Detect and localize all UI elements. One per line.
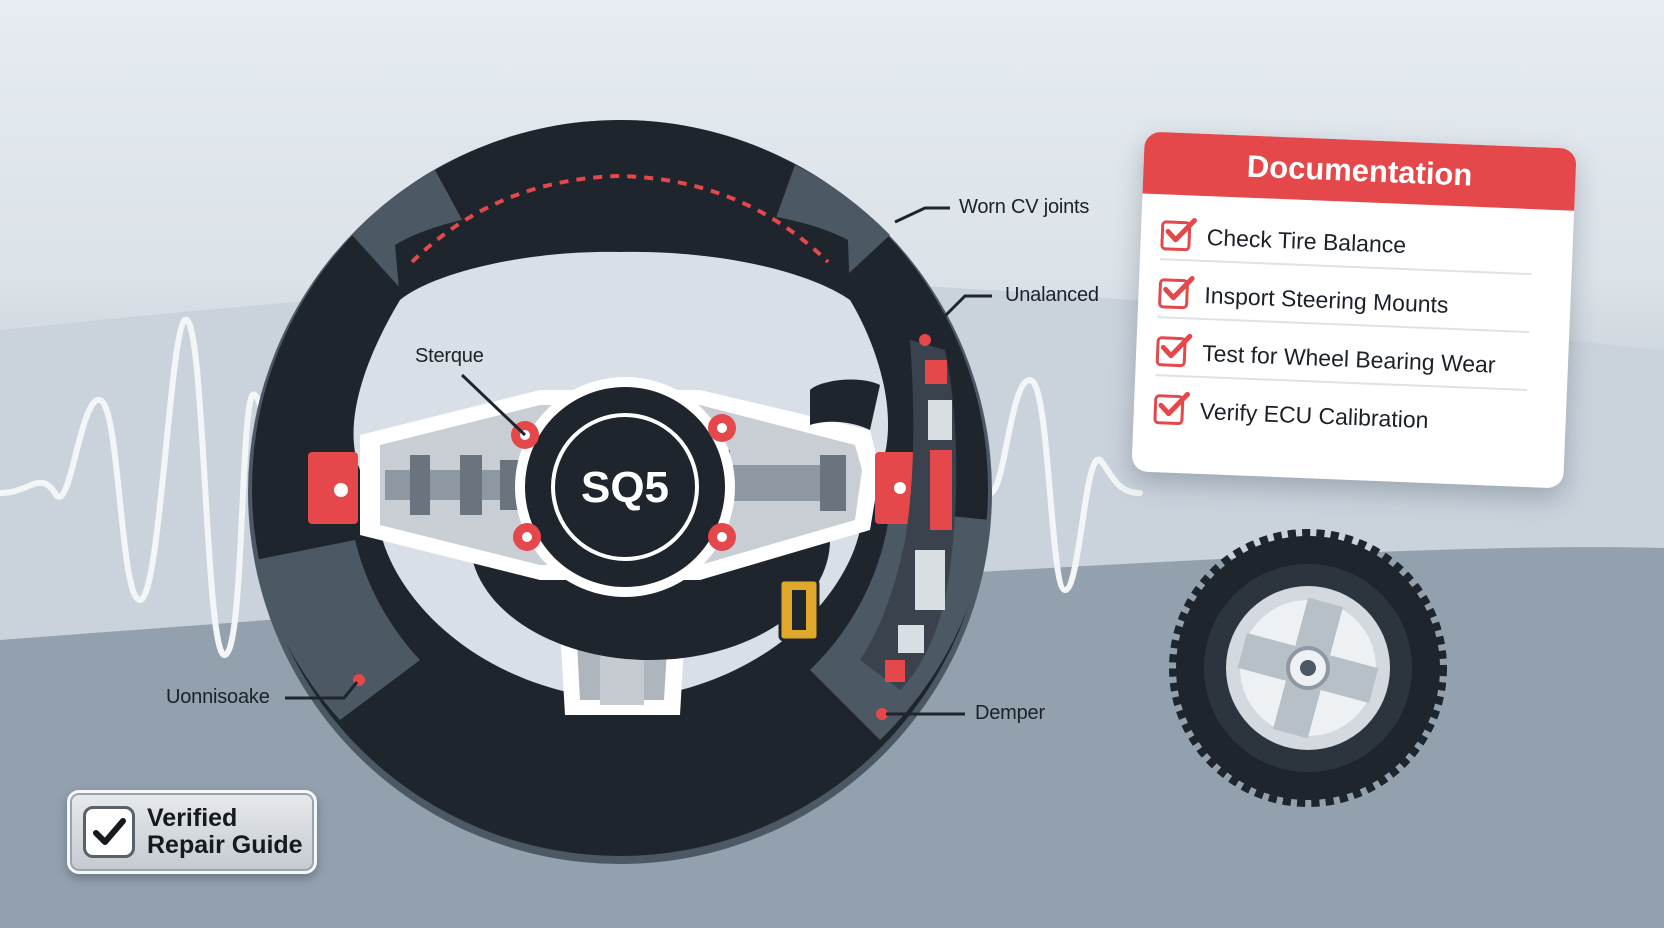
badge-line-2: Repair Guide <box>147 831 303 859</box>
check-icon[interactable] <box>1157 275 1195 310</box>
rim-segment-lower-left <box>255 540 420 720</box>
callout-worn-cv-joints: Worn CV joints <box>959 196 1090 218</box>
rim-stitching <box>410 173 830 264</box>
left-coupler-1 <box>410 455 430 515</box>
callout-uonnisoake: Uonnisoake <box>166 686 270 708</box>
checklist-item[interactable]: Test for Wheel Bearing Wear <box>1155 328 1529 392</box>
damper-part-5 <box>898 625 924 653</box>
callout-unbalanced: Unalanced <box>1005 284 1099 306</box>
leader-uonnisoake <box>285 681 359 700</box>
steering-wheel-illustration: SQ5 <box>248 120 992 864</box>
hub-bolt-top-right-center <box>717 423 727 433</box>
damper-part-2 <box>928 400 952 440</box>
callout-sterque: Sterque <box>415 345 484 367</box>
hub-bolt-bottom-left-center <box>522 532 532 542</box>
wheel-upper-rim-inner <box>395 205 850 300</box>
badge-text: Verified Repair Guide <box>147 805 303 859</box>
left-coupler-2 <box>460 455 482 515</box>
hub-bolt-bottom-right-center <box>717 532 727 542</box>
check-icon[interactable] <box>1155 333 1193 368</box>
checklist-item[interactable]: Check Tire Balance <box>1159 212 1534 276</box>
vibration-wave-left <box>0 316 313 659</box>
damper-part-1 <box>925 360 947 384</box>
damper-part-6 <box>885 660 905 682</box>
checklist-item-label: Insport Steering Mounts <box>1203 281 1450 318</box>
left-clamp <box>308 452 358 524</box>
vibration-wave-right <box>987 376 1143 594</box>
hub-logo-ring <box>551 413 699 561</box>
verified-badge: Verified Repair Guide <box>67 790 317 874</box>
damper-part-4 <box>915 550 945 610</box>
checklist-item[interactable]: Insport Steering Mounts <box>1157 270 1532 334</box>
leader-worn-cv-joints <box>894 206 950 224</box>
documentation-card: Documentation Check Tire Balance Insport… <box>1131 131 1577 489</box>
right-end-cap <box>820 455 846 511</box>
checklist-item[interactable]: Verify ECU Calibration <box>1153 386 1527 447</box>
right-clamp-bolt <box>894 482 906 494</box>
check-icon <box>83 806 135 858</box>
callout-demper: Demper <box>975 702 1045 724</box>
shift-paddle <box>810 379 880 430</box>
leader-sterque <box>460 373 527 437</box>
checklist-item-label: Verify ECU Calibration <box>1199 397 1429 433</box>
callout-dot-unbalanced <box>919 334 931 346</box>
check-icon[interactable] <box>1153 391 1190 426</box>
badge-line-1: Verified <box>147 804 238 832</box>
left-coupler-3 <box>500 460 518 510</box>
checklist-item-label: Test for Wheel Bearing Wear <box>1201 339 1497 378</box>
damper-part-3 <box>930 450 952 530</box>
connector-yellow-slot <box>792 590 806 630</box>
connector-cable <box>793 555 805 581</box>
check-icon[interactable] <box>1160 218 1197 252</box>
callout-dot-demper <box>876 708 888 720</box>
left-clamp-bolt <box>334 483 348 497</box>
hub-logo: SQ5 <box>581 463 669 512</box>
leader-unbalanced <box>925 294 992 336</box>
checklist-item-label: Check Tire Balance <box>1206 223 1407 258</box>
